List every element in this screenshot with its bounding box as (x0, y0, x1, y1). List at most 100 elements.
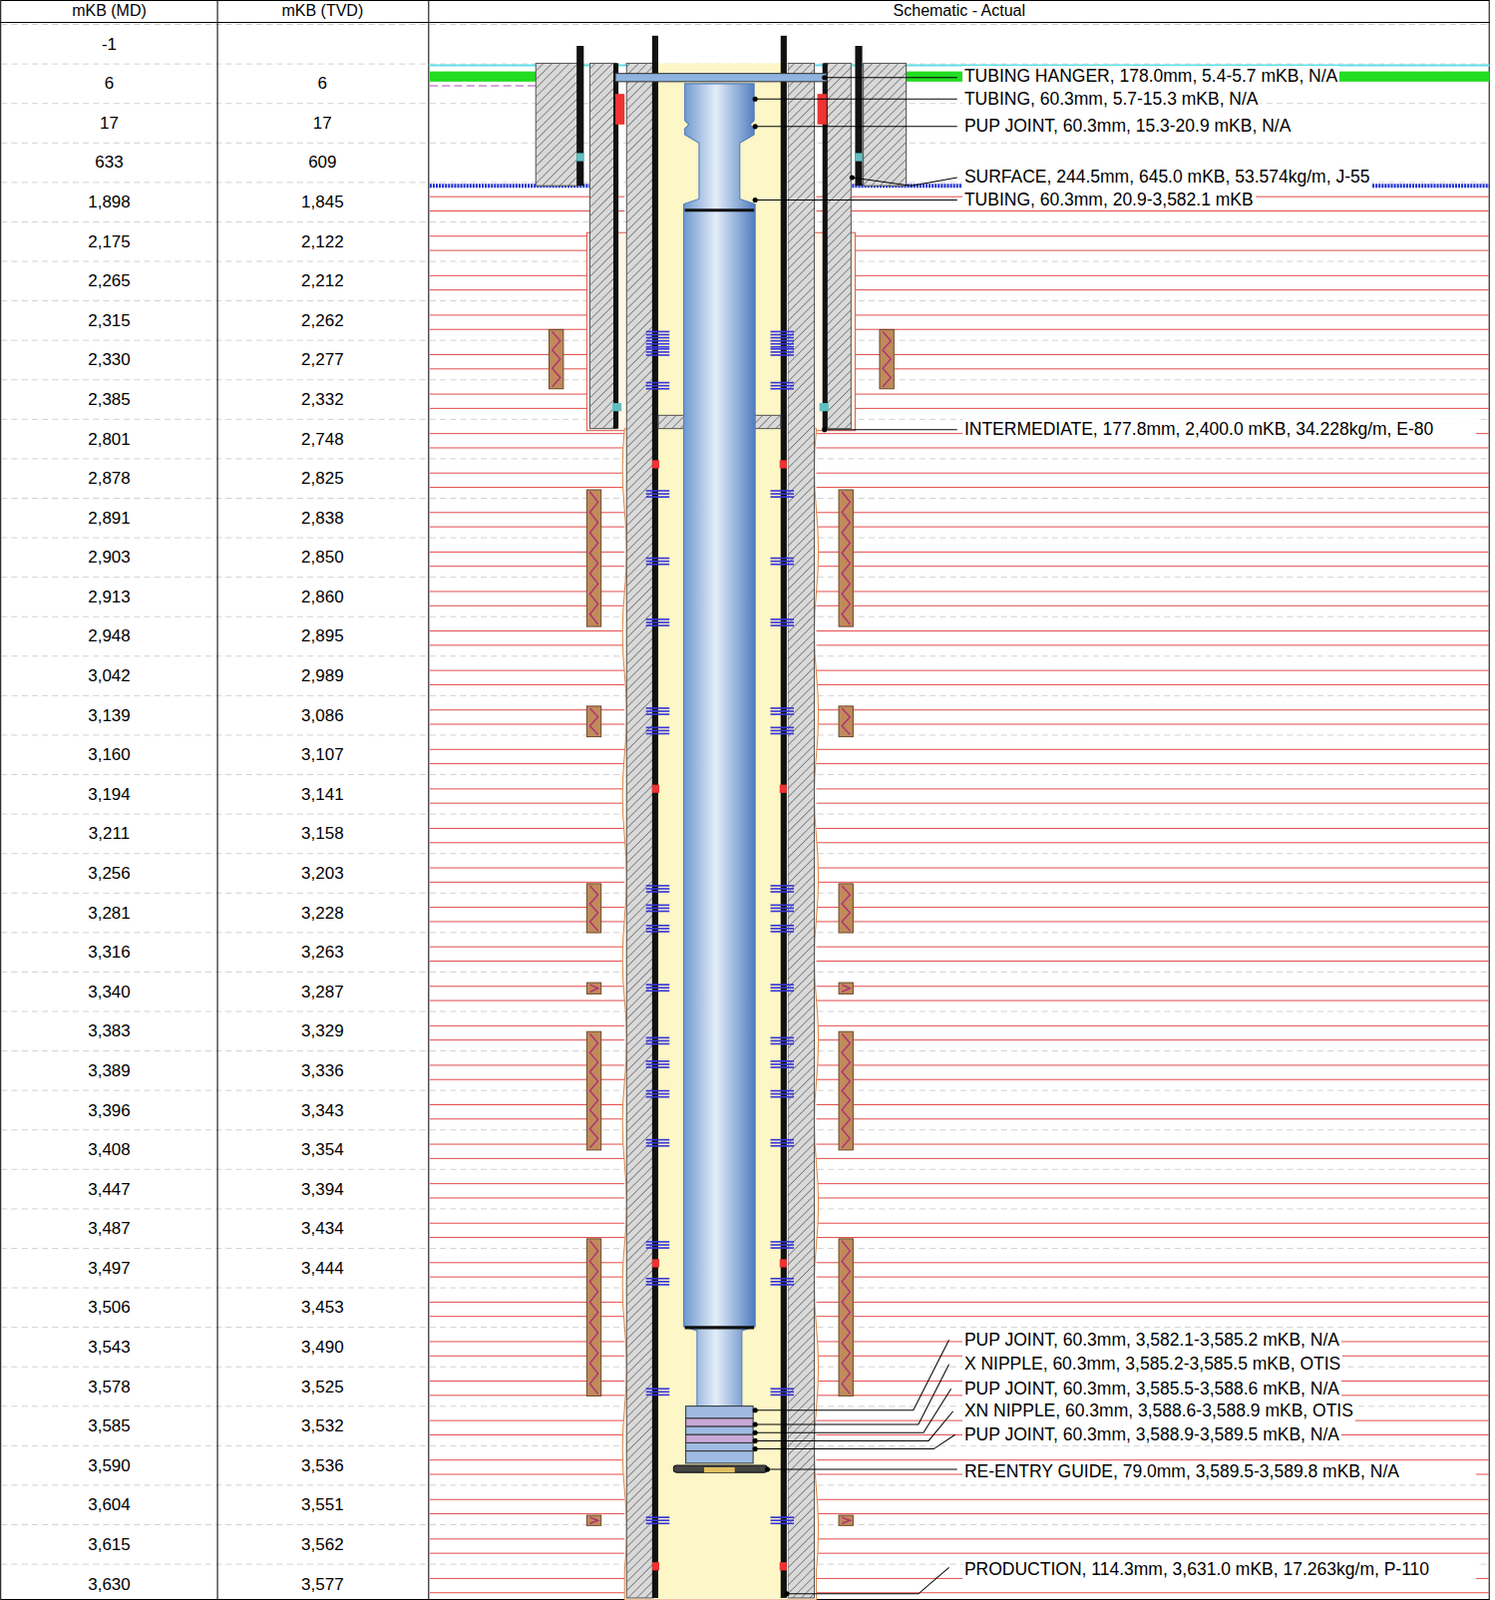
depth-value: 3,343 (301, 1101, 345, 1122)
column-header: mKB (TVD) (281, 0, 364, 21)
callout-label: TUBING, 60.3mm, 20.9-3,582.1 mKB (962, 189, 1256, 211)
depth-value: 3,490 (301, 1337, 345, 1359)
callout-label: XN NIPPLE, 60.3mm, 3,588.6-3,588.9 mKB, … (962, 1400, 1356, 1422)
depth-value: 3,383 (87, 1021, 131, 1043)
casing-shoe (612, 402, 622, 411)
depth-value: 3,444 (301, 1258, 345, 1280)
tubing-hanger (615, 73, 827, 82)
depth-value: 3,139 (87, 706, 131, 728)
column-header: Schematic - Actual (893, 0, 1027, 21)
header-rule (0, 21, 1491, 23)
column-rule (427, 0, 429, 1600)
depth-value: 2,801 (87, 429, 131, 451)
callout-label: PUP JOINT, 60.3mm, 3,582.1-3,585.2 mKB, … (962, 1329, 1342, 1351)
depth-value: 3,577 (301, 1574, 345, 1596)
depth-value: 3,394 (301, 1179, 345, 1201)
depth-value: 633 (94, 152, 123, 174)
depth-value: 3,256 (87, 863, 131, 885)
ground-line (429, 84, 536, 86)
depth-value: 3,408 (87, 1139, 131, 1161)
cement (535, 62, 579, 186)
depth-value: 1,898 (87, 192, 131, 214)
depth-value: 2,315 (87, 311, 131, 333)
depth-value: 2,989 (301, 666, 345, 688)
depth-value: 2,262 (301, 311, 345, 333)
tubing-joint (685, 1325, 755, 1329)
depth-value: 3,336 (301, 1061, 345, 1083)
intermediate-casing (824, 62, 852, 428)
depth-value: 3,578 (87, 1377, 131, 1399)
depth-value: 2,903 (87, 547, 131, 569)
depth-value: 2,265 (87, 271, 131, 293)
depth-value: 2,948 (87, 626, 131, 648)
depth-value: 3,263 (301, 942, 345, 964)
depth-value: 3,434 (301, 1218, 345, 1240)
packer (658, 414, 688, 428)
production-casing (780, 35, 787, 1598)
depth-value: 3,630 (87, 1574, 131, 1596)
depth-value: 3,487 (87, 1218, 131, 1240)
depth-value: 3,086 (301, 706, 345, 728)
depth-value: 3,604 (87, 1495, 131, 1516)
depth-value: 2,895 (301, 626, 345, 648)
depth-value: 3,340 (87, 982, 131, 1004)
depth-value: 2,913 (87, 587, 131, 609)
depth-value: 3,590 (87, 1456, 131, 1478)
production-casing (652, 35, 659, 1598)
column-header: mKB (MD) (71, 0, 147, 21)
depth-value: 1,845 (301, 192, 345, 214)
depth-value: 3,389 (87, 1061, 131, 1083)
surface-casing (854, 45, 862, 186)
depth-value: 2,891 (87, 508, 131, 530)
seal (615, 93, 625, 125)
depth-value: 2,748 (301, 429, 345, 451)
depth-value: 3,506 (87, 1297, 131, 1319)
callout-label: PRODUCTION, 114.3mm, 3,631.0 mKB, 17.263… (962, 1558, 1478, 1580)
depth-value: 3,396 (87, 1101, 131, 1122)
depth-value: 3,316 (87, 942, 131, 964)
callout-label: INTERMEDIATE, 177.8mm, 2,400.0 mKB, 34.2… (962, 418, 1478, 440)
callout-label: PUP JOINT, 60.3mm, 3,588.9-3,589.5 mKB, … (962, 1424, 1342, 1446)
depth-value: 3,615 (87, 1534, 131, 1556)
formation-lines (429, 196, 1490, 1593)
depth-value: 3,211 (88, 823, 130, 845)
depth-value: 3,585 (87, 1416, 131, 1438)
depth-value: 17 (313, 113, 333, 135)
depth-value: 3,158 (301, 823, 345, 845)
depth-value: 3,562 (301, 1534, 345, 1556)
depth-value: 3,042 (87, 666, 131, 688)
depth-value: 3,536 (301, 1456, 345, 1478)
bottomhole-assembly (673, 1406, 767, 1473)
depth-value: 3,543 (87, 1337, 131, 1359)
column-rule (217, 0, 219, 1600)
depth-value: 17 (99, 113, 119, 135)
depth-value: 2,825 (301, 468, 345, 490)
casing-shoe (819, 402, 829, 411)
callout-label: RE-ENTRY GUIDE, 79.0mm, 3,589.5-3,589.8 … (962, 1461, 1478, 1483)
depth-value: 3,525 (301, 1377, 345, 1399)
depth-value: 609 (308, 152, 337, 174)
production-casing (787, 62, 815, 1598)
depth-value: 3,329 (301, 1021, 345, 1043)
depth-value: 3,194 (87, 784, 131, 806)
callout-label: TUBING HANGER, 178.0mm, 5.4-5.7 mKB, N/A (962, 65, 1340, 87)
depth-value: 2,277 (301, 350, 345, 372)
callout-label: TUBING, 60.3mm, 5.7-15.3 mKB, N/A (962, 88, 1261, 110)
tubing-joint (685, 208, 755, 212)
casing-shoe (576, 152, 584, 161)
ground-band (429, 71, 536, 82)
callout-label: PUP JOINT, 60.3mm, 15.3-20.9 mKB, N/A (962, 115, 1293, 137)
fracture-symbols (549, 329, 895, 1525)
depth-value: 3,141 (301, 784, 345, 806)
depth-value: 3,551 (301, 1495, 345, 1516)
depth-value: 2,860 (301, 587, 345, 609)
depth-value: 2,332 (301, 389, 345, 411)
callout-label: X NIPPLE, 60.3mm, 3,585.2-3,585.5 mKB, O… (962, 1353, 1343, 1375)
depth-value: 2,385 (87, 389, 131, 411)
depth-value: 3,447 (87, 1179, 131, 1201)
leader-lines (754, 77, 958, 1594)
depth-value: 2,175 (87, 232, 131, 254)
callout-label: SURFACE, 244.5mm, 645.0 mKB, 53.574kg/m,… (962, 166, 1373, 188)
callout-label: PUP JOINT, 60.3mm, 3,585.5-3,588.6 mKB, … (962, 1378, 1342, 1400)
